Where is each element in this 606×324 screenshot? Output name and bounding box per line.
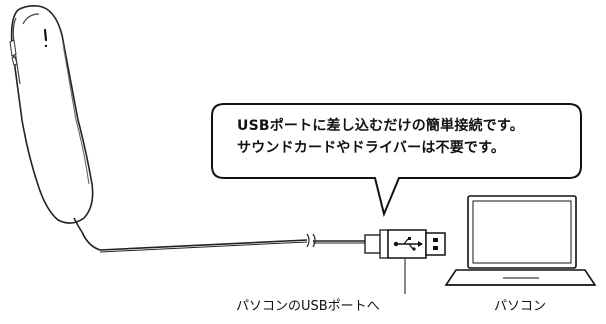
usb-symbol-icon — [393, 237, 423, 251]
usb-port-label: パソコンのUSBポートへ — [236, 299, 380, 314]
callout-line-2: サウンドカードやドライバーは不要です。 — [237, 140, 506, 156]
usb-cable — [81, 231, 365, 253]
handset-icon — [9, 5, 94, 233]
usb-connector-icon — [364, 229, 446, 294]
callout-line-1: USBポートに差し込むだけの簡単接続です。 — [237, 118, 524, 134]
callout-bubble — [211, 103, 582, 218]
laptop-icon — [444, 195, 597, 286]
callout-text: USBポートに差し込むだけの簡単接続です。 サウンドカードやドライバーは不要です… — [237, 115, 577, 159]
pc-label: パソコン — [494, 299, 547, 314]
